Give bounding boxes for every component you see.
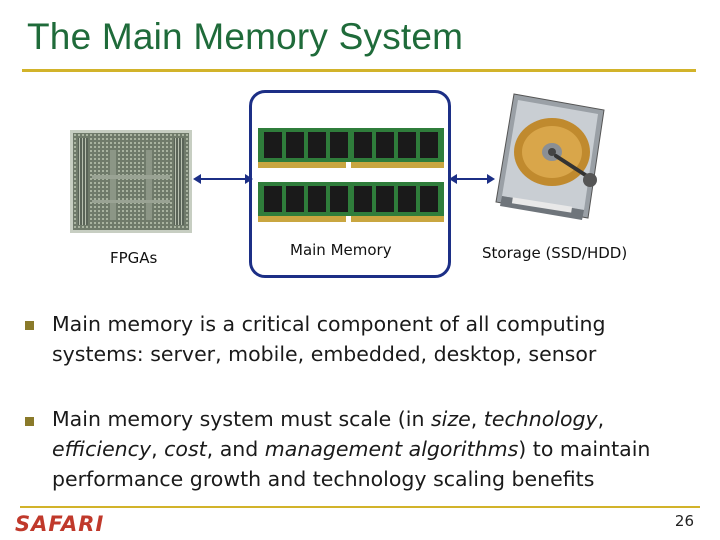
bullet-2-line-1: Main memory system must scale (in size, … [52, 407, 605, 431]
page-number: 26 [674, 512, 694, 530]
main-memory-label: Main Memory [290, 241, 392, 259]
bullet-2-line-3: performance growth and technology scalin… [52, 467, 595, 491]
bullet-2-line-2: efficiency, cost, and management algorit… [52, 437, 651, 461]
title-divider [22, 69, 696, 72]
arrow-memory-storage [449, 174, 495, 184]
slide-title: The Main Memory System [27, 16, 464, 57]
storage-label: Storage (SSD/HDD) [482, 244, 628, 262]
main-memory-box [249, 90, 451, 278]
safari-logo: SAFARI [15, 512, 105, 536]
bullet-1: Main memory is a critical component of a… [52, 309, 702, 369]
bullet-marker [25, 321, 34, 330]
fpga-label: FPGAs [110, 249, 158, 267]
fpga-chip-icon [70, 130, 192, 233]
bullet-marker [25, 417, 34, 426]
bullet-1-line-1: Main memory is a critical component of a… [52, 312, 606, 336]
arrow-fpga-memory [193, 174, 253, 184]
hard-drive-icon [495, 93, 605, 220]
bullet-2: Main memory system must scale (in size, … [52, 404, 702, 494]
footer-divider [20, 506, 700, 508]
dram-module-icon [258, 128, 444, 222]
bullet-1-line-2: systems: server, mobile, embedded, deskt… [52, 342, 597, 366]
